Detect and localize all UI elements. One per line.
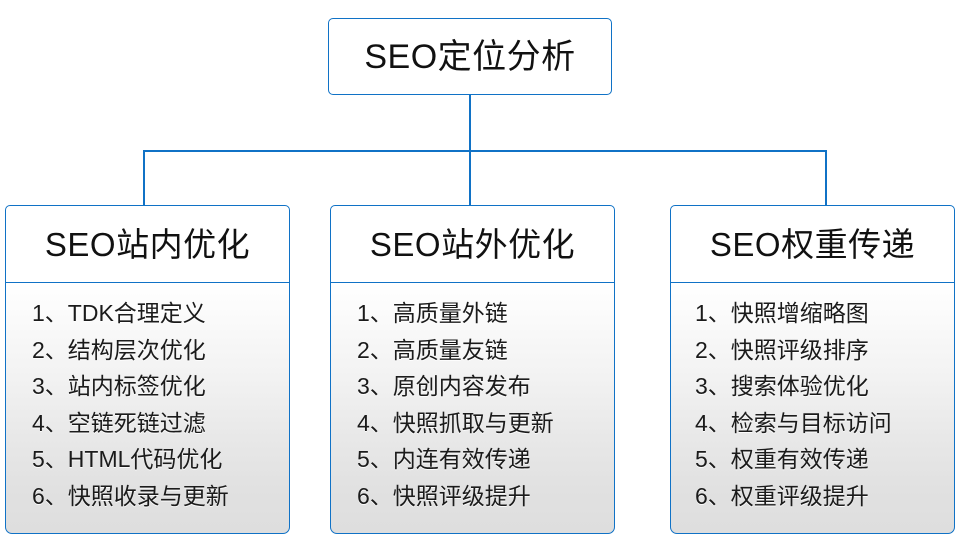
list-item: 2、快照评级排序 xyxy=(695,336,869,363)
branch-header-label-2: SEO站外优化 xyxy=(369,225,576,263)
branch-header-3[interactable]: SEO权重传递 xyxy=(670,205,955,283)
branch-list-1: 1、TDK合理定义 2、结构层次优化 3、站内标签优化 4、空链死链过滤 5、H… xyxy=(6,295,289,514)
list-item: 4、检索与目标访问 xyxy=(695,409,892,436)
branch-body-2: 1、高质量外链 2、高质量友链 3、原创内容发布 4、快照抓取与更新 5、内连有… xyxy=(330,283,615,534)
list-item: 5、内连有效传递 xyxy=(357,446,531,472)
branch-body-3: 1、快照增缩略图 2、快照评级排序 3、搜索体验优化 4、检索与目标访问 5、权… xyxy=(670,283,955,534)
branch-header-1[interactable]: SEO站内优化 xyxy=(5,205,290,283)
list-item: 4、空链死链过滤 xyxy=(32,409,206,436)
connector-drop-branch-1 xyxy=(143,150,145,206)
connector-drop-branch-2 xyxy=(469,150,471,206)
list-item: 6、快照收录与更新 xyxy=(32,482,229,509)
list-item: 6、权重评级提升 xyxy=(695,482,869,509)
branch-header-label-3: SEO权重传递 xyxy=(709,225,916,263)
branch-column-3: SEO权重传递 1、快照增缩略图 2、快照评级排序 3、搜索体验优化 4、检索与… xyxy=(670,205,955,534)
list-item: 2、结构层次优化 xyxy=(32,336,206,363)
branch-column-2: SEO站外优化 1、高质量外链 2、高质量友链 3、原创内容发布 4、快照抓取与… xyxy=(330,205,615,534)
list-item: 3、原创内容发布 xyxy=(357,373,531,399)
branch-body-1: 1、TDK合理定义 2、结构层次优化 3、站内标签优化 4、空链死链过滤 5、H… xyxy=(5,283,290,534)
list-item: 1、TDK合理定义 xyxy=(32,300,206,326)
root-node[interactable]: SEO定位分析 xyxy=(328,18,612,95)
list-item: 6、快照评级提升 xyxy=(357,482,531,509)
branch-header-label-1: SEO站内优化 xyxy=(44,225,251,263)
list-item: 5、权重有效传递 xyxy=(695,446,869,472)
branch-list-3: 1、快照增缩略图 2、快照评级排序 3、搜索体验优化 4、检索与目标访问 5、权… xyxy=(671,295,954,514)
list-item: 4、快照抓取与更新 xyxy=(357,409,554,436)
list-item: 1、快照增缩略图 xyxy=(695,300,869,326)
root-node-label: SEO定位分析 xyxy=(364,37,576,76)
connector-root-stem xyxy=(469,95,471,151)
connector-drop-branch-3 xyxy=(825,150,827,206)
connector-horizontal-bar xyxy=(143,150,827,152)
list-item: 2、高质量友链 xyxy=(357,336,508,363)
branch-header-2[interactable]: SEO站外优化 xyxy=(330,205,615,283)
branch-column-1: SEO站内优化 1、TDK合理定义 2、结构层次优化 3、站内标签优化 4、空链… xyxy=(5,205,290,534)
list-item: 5、HTML代码优化 xyxy=(32,446,223,472)
list-item: 3、搜索体验优化 xyxy=(695,373,869,399)
list-item: 3、站内标签优化 xyxy=(32,373,206,399)
list-item: 1、高质量外链 xyxy=(357,300,508,326)
branch-list-2: 1、高质量外链 2、高质量友链 3、原创内容发布 4、快照抓取与更新 5、内连有… xyxy=(331,295,614,514)
